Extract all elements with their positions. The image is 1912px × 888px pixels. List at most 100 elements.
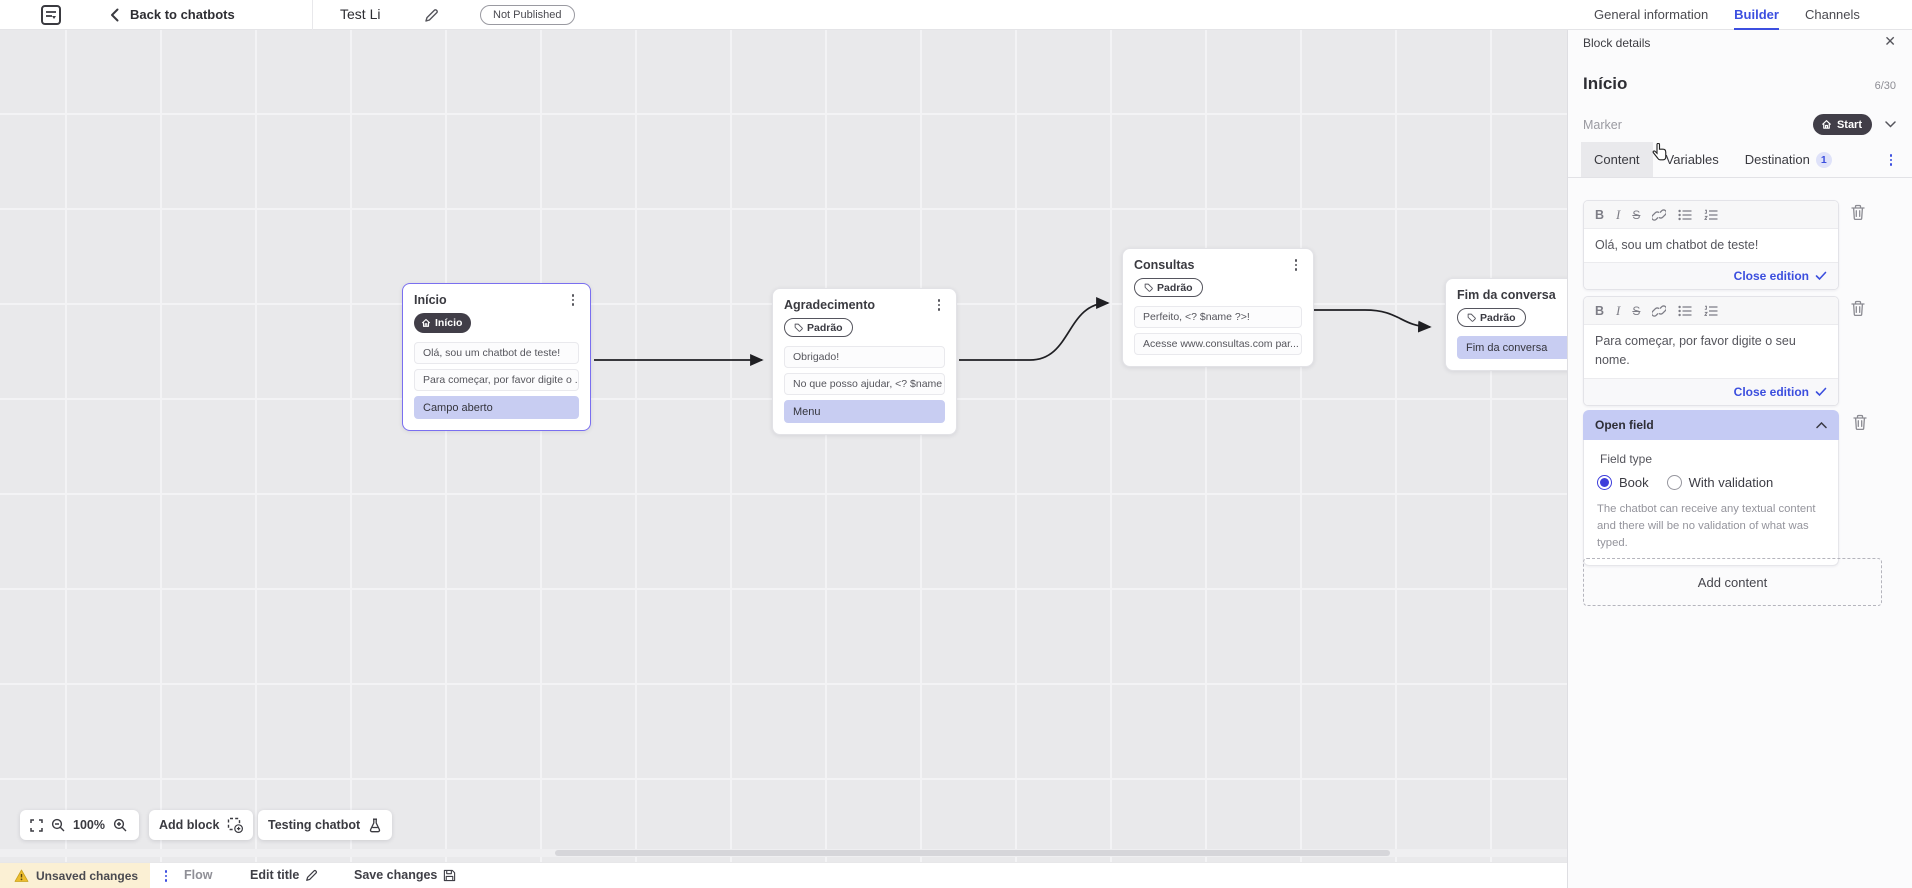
content-editor-1[interactable]: B I S Olá, sou um chatbot de teste! Clos… <box>1583 200 1839 291</box>
block-menu-icon[interactable] <box>1290 258 1302 272</box>
bullet-list-icon[interactable] <box>1678 305 1692 317</box>
block-content-row[interactable]: Obrigado! <box>784 346 945 368</box>
statusbar-menu-icon[interactable] <box>160 869 172 883</box>
home-icon <box>421 318 431 327</box>
numbered-list-icon[interactable] <box>1704 209 1718 221</box>
open-field-body: Field type Book With validation The chat… <box>1583 440 1839 566</box>
block-content-row[interactable]: Acesse www.consultas.com par... <box>1134 333 1302 355</box>
block-menu-icon[interactable] <box>933 298 945 312</box>
canvas-horizontal-scrollbar[interactable] <box>0 849 1567 857</box>
link-icon[interactable] <box>1652 208 1667 221</box>
numbered-list-icon[interactable] <box>1704 305 1718 317</box>
add-block-label: Add block <box>159 818 220 832</box>
field-type-description: The chatbot can receive any textual cont… <box>1597 503 1816 549</box>
flow-connections <box>594 297 1432 366</box>
pencil-icon <box>306 869 318 881</box>
save-changes-button[interactable]: Save changes <box>354 868 456 882</box>
status-bar: Unsaved changes Flow Edit title Save cha… <box>0 862 1567 888</box>
save-icon <box>444 869 456 881</box>
tab-destination[interactable]: Destination 1 <box>1732 142 1845 177</box>
app-logo-icon[interactable] <box>40 4 62 26</box>
edit-title-label: Edit title <box>250 868 300 882</box>
delete-open-field-icon[interactable] <box>1852 414 1868 431</box>
flow-canvas[interactable]: Início Início Olá, sou um chatbot de tes… <box>0 30 1567 888</box>
block-field-row[interactable]: Campo aberto <box>414 396 579 419</box>
panel-header: Block details <box>1583 36 1651 50</box>
block-content-row[interactable]: Perfeito, <? $name ?>! <box>1134 306 1302 328</box>
fullscreen-icon[interactable] <box>30 818 43 832</box>
close-panel-icon[interactable]: ✕ <box>1884 33 1896 49</box>
strikethrough-icon[interactable]: S <box>1632 207 1641 222</box>
check-icon <box>1815 387 1827 396</box>
close-edition-button[interactable]: Close edition <box>1733 269 1809 284</box>
edit-title-button[interactable]: Edit title <box>250 868 318 882</box>
add-content-button[interactable]: Add content <box>1583 558 1882 606</box>
back-to-chatbots-link[interactable]: Back to chatbots <box>130 7 235 22</box>
block-content-row[interactable]: No que posso ajudar, <? $name ... <box>784 373 945 395</box>
block-menu-icon[interactable] <box>567 293 579 307</box>
block-fim-da-conversa[interactable]: Fim da conversa Padrão Fim da conversa <box>1445 278 1567 371</box>
chevron-down-icon[interactable] <box>1885 121 1896 128</box>
publish-status-badge: Not Published <box>480 5 575 25</box>
delete-content-icon[interactable] <box>1850 204 1866 221</box>
block-field-row[interactable]: Menu <box>784 400 945 423</box>
topbar-divider <box>312 0 313 30</box>
content-editor-2[interactable]: B I S Para começar, por favor digite o s… <box>1583 296 1839 406</box>
close-edition-button[interactable]: Close edition <box>1733 384 1809 399</box>
add-block-icon <box>227 817 244 833</box>
link-icon[interactable] <box>1652 304 1667 317</box>
tab-builder[interactable]: Builder <box>1734 0 1779 30</box>
zoom-out-icon[interactable] <box>51 818 65 832</box>
testing-chatbot-label: Testing chatbot <box>268 818 361 832</box>
italic-icon[interactable]: I <box>1616 206 1621 222</box>
block-title: Agradecimento <box>784 298 875 312</box>
radio-option-with-validation[interactable]: With validation <box>1666 475 1773 490</box>
delete-content-icon[interactable] <box>1850 300 1866 317</box>
italic-icon[interactable]: I <box>1616 302 1621 318</box>
back-chevron-icon[interactable] <box>108 7 122 23</box>
block-field-row[interactable]: Fim da conversa <box>1457 336 1567 359</box>
tag-icon <box>794 323 803 332</box>
bold-icon[interactable]: B <box>1595 303 1605 318</box>
start-marker-pill: Início <box>414 313 472 333</box>
check-icon <box>1815 272 1827 281</box>
editor-footer: Close edition <box>1584 377 1838 405</box>
add-block-button[interactable]: Add block <box>149 810 254 840</box>
marker-select[interactable]: Start <box>1812 114 1872 135</box>
block-consultas[interactable]: Consultas Padrão Perfeito, <? $name ?>! … <box>1122 248 1314 367</box>
zoom-level: 100% <box>73 818 105 832</box>
name-counter: 6/30 <box>1874 80 1896 92</box>
flow-label[interactable]: Flow <box>184 868 213 882</box>
topbar-nav-tabs: General information Builder Channels <box>1594 0 1860 30</box>
panel-tabs-menu-icon[interactable] <box>1885 153 1897 167</box>
open-field-header[interactable]: Open field <box>1583 410 1839 440</box>
tab-variables[interactable]: Variables <box>1665 152 1719 167</box>
block-content-row[interactable]: Olá, sou um chatbot de teste! <box>414 342 579 364</box>
radio-option-book[interactable]: Book <box>1597 475 1649 490</box>
strikethrough-icon[interactable]: S <box>1632 303 1641 318</box>
tab-general-information[interactable]: General information <box>1594 7 1709 22</box>
radio-unselected-icon <box>1666 475 1682 490</box>
bold-icon[interactable]: B <box>1595 207 1605 222</box>
scrollbar-thumb[interactable] <box>555 850 1390 856</box>
marker-label: Marker <box>1583 118 1622 132</box>
block-content-row[interactable]: Para começar, por favor digite o ... <box>414 369 579 391</box>
block-inicio[interactable]: Início Início Olá, sou um chatbot de tes… <box>402 283 591 431</box>
chatbot-title: Test Li <box>340 6 381 22</box>
block-name-input[interactable]: Início <box>1583 74 1628 93</box>
editor-footer: Close edition <box>1584 262 1838 290</box>
block-agradecimento[interactable]: Agradecimento Padrão Obrigado! No que po… <box>772 288 957 435</box>
testing-chatbot-button[interactable]: Testing chatbot <box>258 810 393 840</box>
zoom-in-icon[interactable] <box>113 818 127 832</box>
open-field-section: Open field Field type Book With validati… <box>1583 410 1839 566</box>
open-field-title: Open field <box>1595 418 1654 432</box>
bullet-list-icon[interactable] <box>1678 209 1692 221</box>
tab-content[interactable]: Content <box>1581 142 1653 177</box>
block-title: Fim da conversa <box>1457 288 1556 302</box>
editor-text[interactable]: Olá, sou um chatbot de teste! <box>1595 238 1759 252</box>
editor-toolbar: B I S <box>1584 297 1838 325</box>
edit-title-pencil-icon[interactable] <box>424 8 439 23</box>
editor-text[interactable]: Para começar, por favor digite o seu nom… <box>1595 334 1796 368</box>
tab-channels[interactable]: Channels <box>1804 7 1860 22</box>
chevron-up-icon <box>1816 421 1827 428</box>
